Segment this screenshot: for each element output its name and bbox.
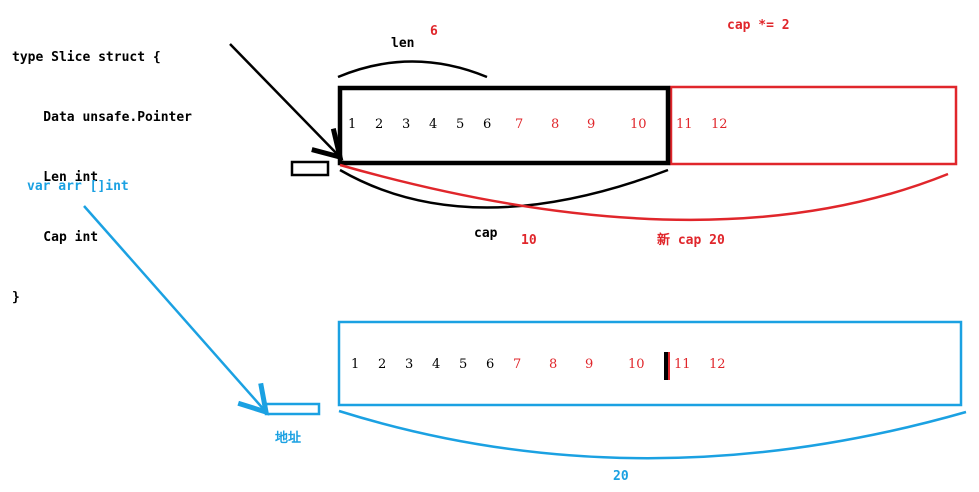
- cap-label: cap: [474, 226, 498, 241]
- cap-brace: [339, 168, 669, 209]
- code-line: Data unsafe.Pointer: [12, 110, 193, 125]
- array-element: 2: [375, 117, 384, 132]
- array-element: 2: [378, 357, 387, 372]
- array-element: 1: [351, 357, 360, 372]
- code-line: Len int: [12, 170, 99, 185]
- array-element: 11: [676, 117, 693, 132]
- array-element: 3: [402, 117, 411, 132]
- len-brace: [337, 60, 488, 79]
- array-element: 12: [711, 117, 728, 132]
- array-element: 9: [587, 117, 596, 132]
- array-element: 6: [486, 357, 495, 372]
- array-element: 5: [459, 357, 468, 372]
- code-line: Cap int: [12, 230, 99, 245]
- bottom-brace: [338, 409, 967, 460]
- slice-header-box: [290, 160, 330, 177]
- array-element: 10: [628, 357, 645, 372]
- len-label: len: [391, 36, 415, 51]
- array-element: 12: [709, 357, 726, 372]
- code-line: }: [12, 290, 20, 305]
- len-value: 6: [430, 24, 438, 39]
- len-boundary-marker-red: [668, 352, 670, 380]
- array-element: 4: [432, 357, 441, 372]
- slice-struct-code: type Slice struct { Data unsafe.Pointer …: [12, 8, 192, 328]
- array-element: 8: [549, 357, 558, 372]
- array-element: 7: [513, 357, 522, 372]
- new-cap-brace: [339, 163, 949, 222]
- address-box: [264, 402, 321, 416]
- array-element: 7: [515, 117, 524, 132]
- code-line: type Slice struct {: [12, 50, 161, 65]
- array-element: 11: [674, 357, 691, 372]
- cap-double-label: cap *= 2: [727, 18, 790, 33]
- len-boundary-marker: [664, 352, 668, 380]
- array-element: 6: [483, 117, 492, 132]
- array-element: 4: [429, 117, 438, 132]
- bottom-cap-value: 20: [613, 469, 629, 484]
- var-arr-label: var arr []int: [27, 179, 129, 194]
- array-element: 3: [405, 357, 414, 372]
- address-label: 地址: [275, 431, 302, 446]
- cap-value: 10: [521, 233, 537, 248]
- underlying-array-box: [337, 320, 963, 407]
- address-arrow: [83, 205, 270, 416]
- new-cap-label: 新 cap 20: [657, 233, 725, 248]
- array-element: 9: [585, 357, 594, 372]
- array-element: 5: [456, 117, 465, 132]
- original-array-box: [337, 85, 671, 166]
- pointer-arrow: [229, 43, 344, 161]
- array-element: 1: [348, 117, 357, 132]
- array-element: 10: [630, 117, 647, 132]
- array-element: 8: [551, 117, 560, 132]
- new-capacity-box: [669, 85, 958, 166]
